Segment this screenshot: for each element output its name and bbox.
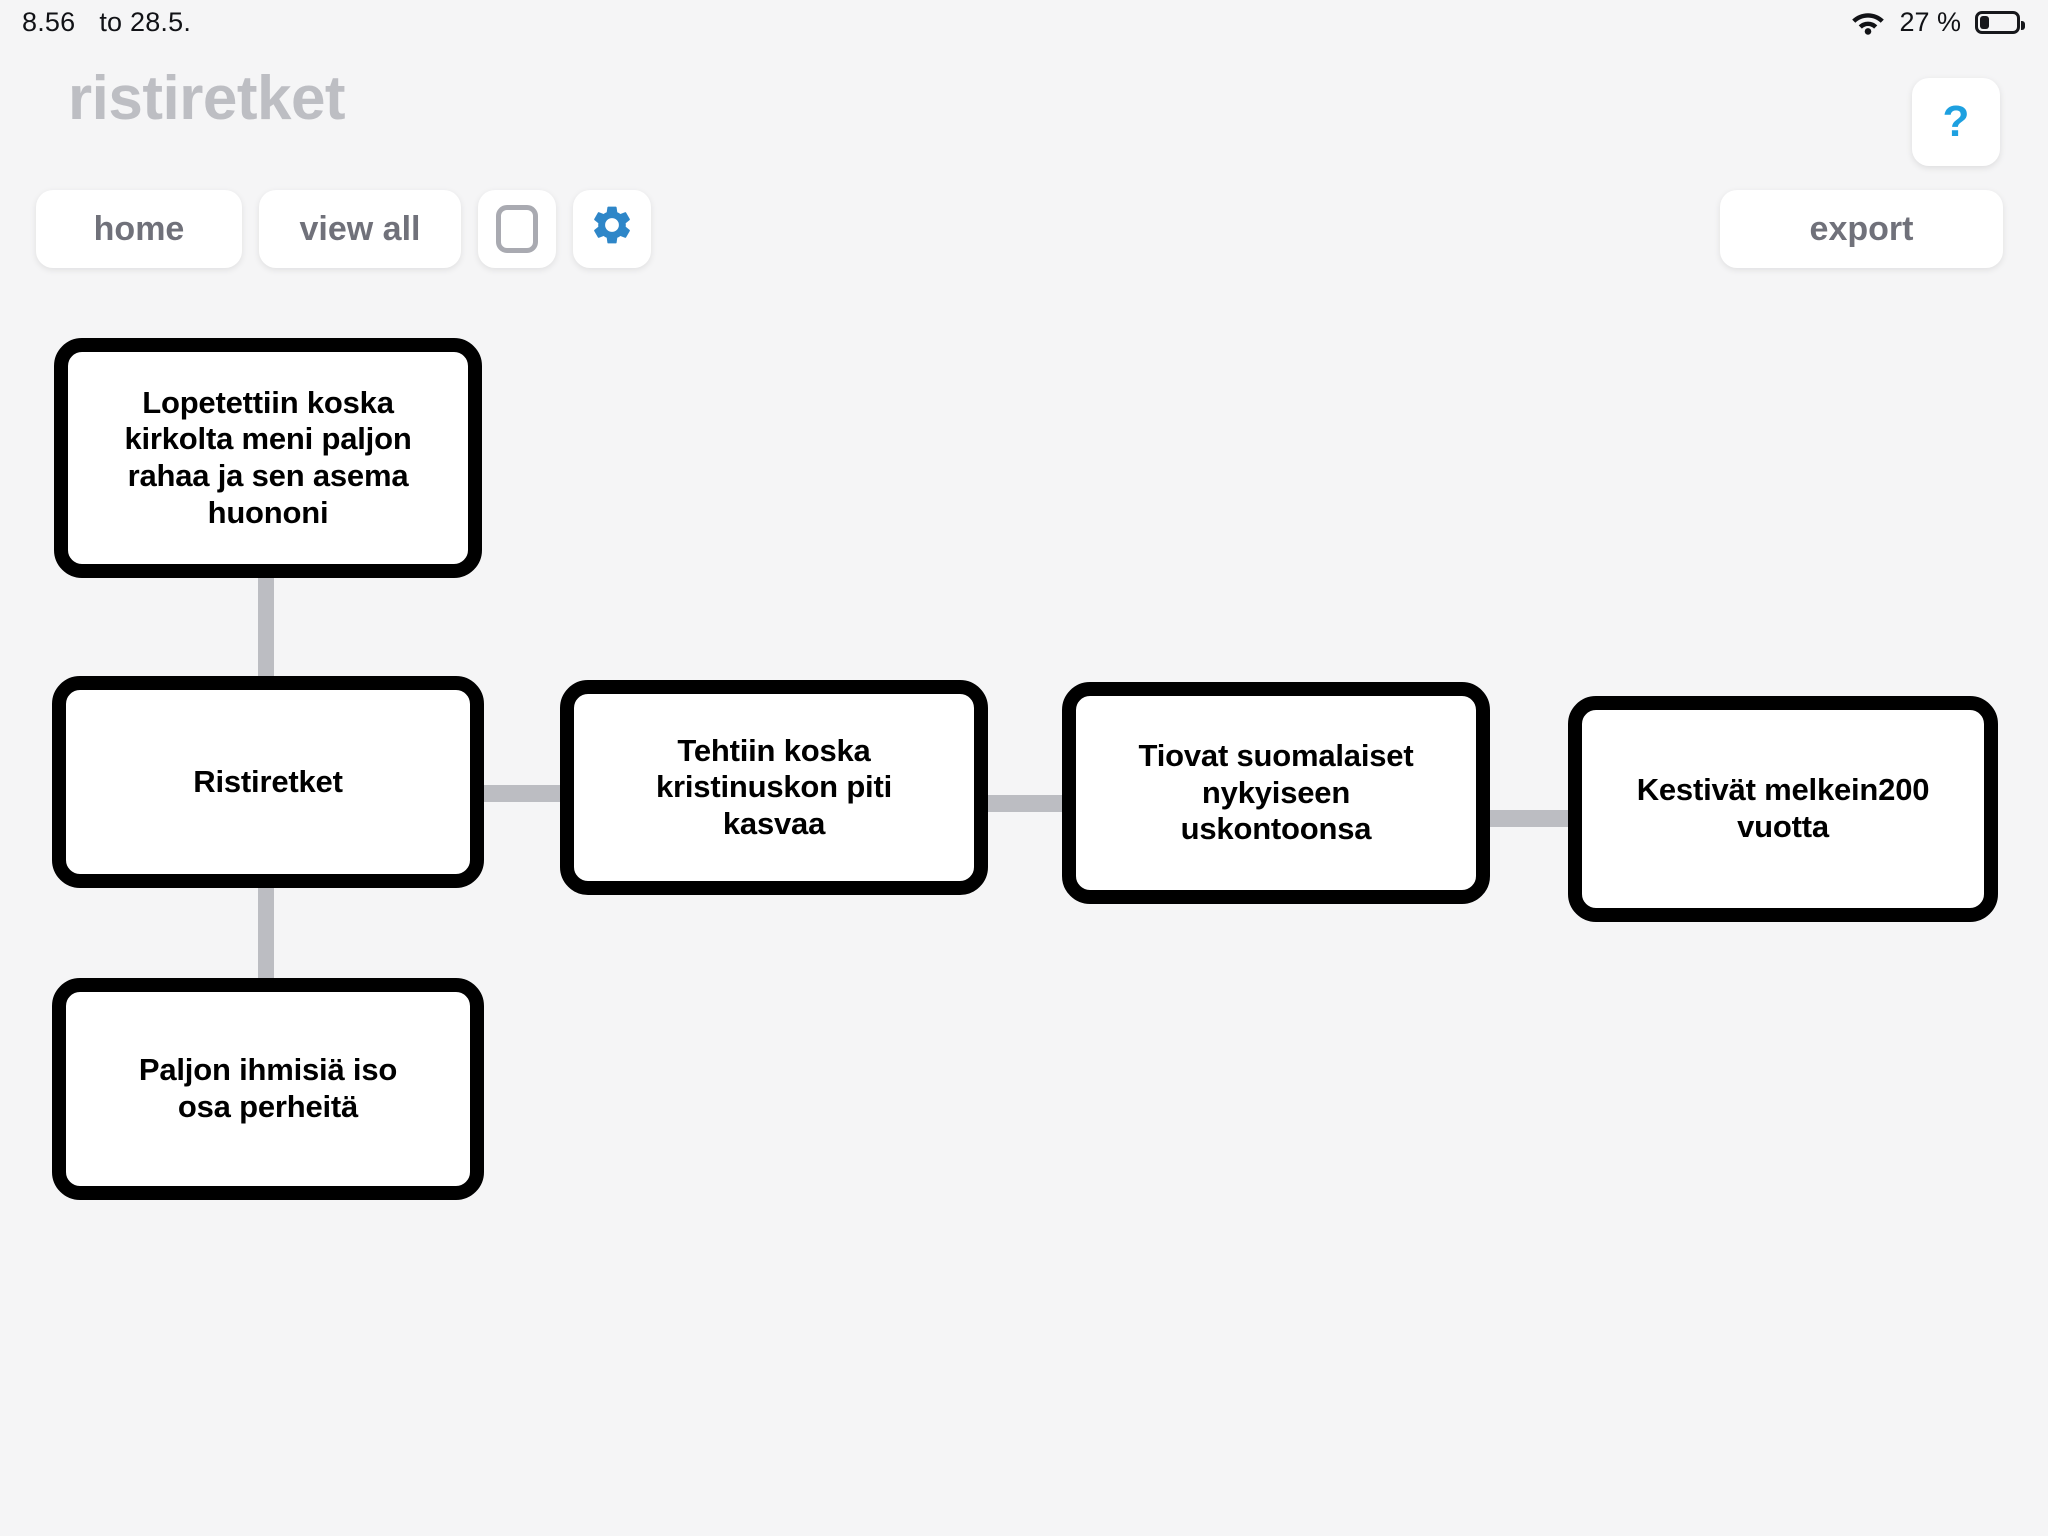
export-button[interactable]: export	[1720, 190, 2003, 268]
mindmap-node-kestivat-melkein[interactable]: Kestivät melkein200 vuotta	[1568, 696, 1998, 922]
mindmap-node-paljon-ihmisia[interactable]: Paljon ihmisiä iso osa perheitä	[52, 978, 484, 1200]
view-all-button[interactable]: view all	[259, 190, 461, 268]
wifi-icon	[1851, 10, 1885, 35]
battery-icon	[1975, 10, 2025, 34]
settings-button[interactable]	[573, 190, 651, 268]
question-mark-icon: ?	[1942, 97, 1970, 146]
node-label: Paljon ihmisiä iso osa perheitä	[138, 1052, 398, 1124]
page-title: ristiretket	[68, 64, 346, 133]
mindmap-node-lopetettiin[interactable]: Lopetettiin koska kirkolta meni paljon r…	[54, 338, 482, 578]
status-bar-right: 27 %	[1851, 6, 2025, 38]
node-label: Lopetettiin koska kirkolta meni paljon r…	[124, 384, 412, 530]
node-label: Kestivät melkein200 vuotta	[1636, 772, 1930, 844]
mindmap-node-tehtiin-koska[interactable]: Tehtiin koska kristinuskon piti kasvaa	[560, 680, 988, 895]
node-label: Ristiretket	[193, 763, 343, 799]
node-label: Tehtiin koska kristinuskon piti kasvaa	[655, 732, 893, 841]
battery-fill	[1980, 15, 1990, 29]
status-bar-left: 8.56 to 28.5.	[22, 7, 191, 38]
status-bar: 8.56 to 28.5. 27 %	[0, 0, 2048, 44]
mindmap-node-tiovat-suomalaiset[interactable]: Tiovat suomalaiset nykyiseen uskontoonsa	[1062, 682, 1490, 904]
mindmap-node-ristiretket[interactable]: Ristiretket	[52, 676, 484, 888]
mindmap-canvas[interactable]: Lopetettiin koska kirkolta meni paljon r…	[0, 300, 2048, 1536]
status-secondary-text: to 28.5.	[99, 6, 192, 37]
node-label: Tiovat suomalaiset nykyiseen uskontoonsa	[1138, 738, 1414, 847]
toolbar: home view all	[36, 190, 651, 268]
gear-icon	[589, 202, 635, 257]
edge-tehtiin-to-tiovat	[970, 795, 1090, 812]
rounded-square-icon	[496, 205, 538, 253]
clock-time: 8.56	[22, 6, 76, 37]
battery-percent-label: 27 %	[1899, 6, 1961, 37]
node-shape-button[interactable]	[478, 190, 556, 268]
help-button[interactable]: ?	[1912, 78, 2000, 166]
home-button[interactable]: home	[36, 190, 242, 268]
